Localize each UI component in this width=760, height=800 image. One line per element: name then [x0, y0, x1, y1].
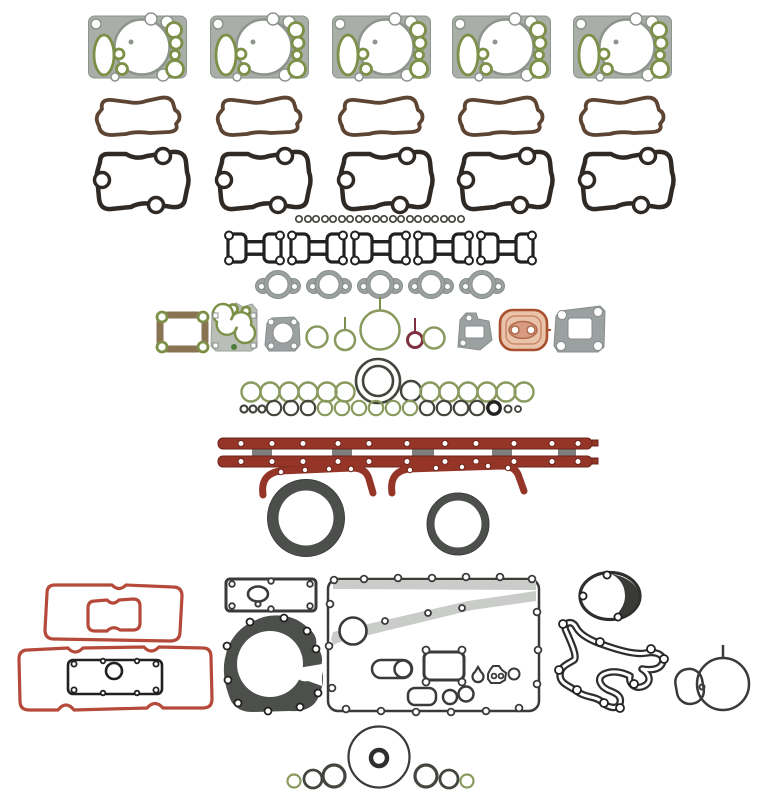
o-ring-with-tab	[333, 317, 357, 352]
valve-cover-gasket	[457, 95, 545, 137]
rail-bolt-holes	[237, 440, 582, 465]
o-ring	[422, 326, 446, 350]
rocker-housing-cover-gasket	[339, 149, 433, 213]
inspection-circle-gasket	[674, 645, 751, 712]
breather-oval-gasket	[578, 570, 642, 622]
cover-bolt-holes	[324, 572, 543, 717]
valve-cover-gasket-row	[94, 95, 666, 137]
o-ring	[305, 325, 329, 349]
rear-seal-with-o-rings	[286, 725, 475, 790]
rocker-housing-cover-gasket	[459, 149, 553, 213]
exhaust-flange-gasket-row	[255, 270, 505, 299]
valve-cover-gasket	[94, 95, 182, 137]
intake-manifold-gasket	[349, 229, 412, 267]
cylinder-head-gasket	[87, 11, 188, 83]
turbo-square-gasket	[155, 310, 210, 354]
rocker-housing-cover-gasket	[580, 149, 674, 213]
end-arch-gaskets	[259, 462, 528, 499]
exhaust-flange-gasket	[408, 270, 454, 299]
intake-manifold-gasket	[286, 229, 349, 267]
cylinder-head-gasket	[451, 11, 552, 83]
front-timing-cover-gasket	[324, 572, 543, 717]
oil-cooler-orange-gasket	[498, 308, 551, 352]
intake-manifold-gasket-row	[223, 229, 538, 267]
oil-pan-side-rails	[217, 437, 599, 468]
small-port-plate-gasket	[457, 312, 493, 351]
cylinder-head-gasket	[572, 11, 673, 83]
head-gasket-row	[87, 11, 673, 83]
exhaust-flange-gasket	[357, 270, 403, 299]
crankshaft-seal-small	[426, 492, 490, 556]
exhaust-flange-gasket	[306, 270, 352, 299]
water-pump-gasket	[222, 613, 324, 716]
exhaust-flange-gasket	[459, 270, 505, 299]
cylinder-head-gasket	[331, 11, 432, 83]
oil-pan-red-gasket-upper	[43, 583, 184, 643]
double-seal-ring	[354, 357, 402, 405]
intake-manifold-gasket	[223, 229, 286, 267]
valve-cover-gasket	[215, 95, 303, 137]
rocker-housing-cover-gasket	[95, 149, 189, 213]
small-o-ring-strip	[294, 214, 466, 224]
maroon-o-ring-with-tab	[406, 318, 424, 349]
o-ring-assortment	[239, 357, 535, 417]
oil-pan-red-gasket-lower	[17, 645, 214, 712]
cylinder-head-gasket	[209, 11, 310, 83]
large-o-ring-with-tab	[359, 297, 401, 351]
end-arch-gasket	[388, 462, 528, 497]
o-ring-row-lower	[239, 399, 522, 417]
rocker-cover-gasket-row	[95, 149, 674, 213]
inner-cover-black-gasket	[66, 657, 164, 697]
intake-manifold-gasket	[412, 229, 475, 267]
egr-plate-gasket	[210, 302, 258, 352]
trapezoid-flange-gasket	[264, 316, 301, 352]
inner-port-gaskets	[370, 645, 521, 707]
exhaust-flange-gasket	[255, 270, 301, 299]
rocker-housing-cover-gasket	[217, 149, 311, 213]
valve-cover-gasket	[578, 95, 666, 137]
valve-cover-gasket	[337, 95, 425, 137]
thermostat-housing-gasket	[224, 577, 318, 613]
oil-cooler-winding-gasket	[554, 618, 669, 713]
intake-manifold-gasket	[475, 229, 538, 267]
assorted-gasket-row	[155, 297, 606, 354]
crankshaft-seal-large	[267, 479, 345, 557]
turbo-outlet-gasket	[553, 305, 606, 353]
